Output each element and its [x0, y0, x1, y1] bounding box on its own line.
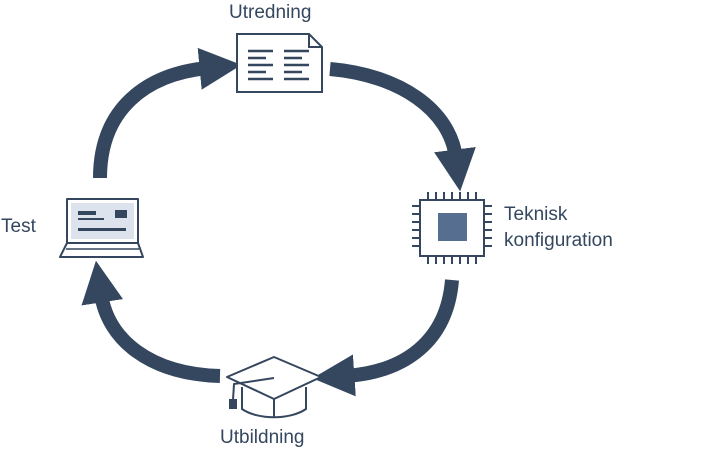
- document-icon: [236, 33, 323, 93]
- arrow-teknisk-to-utbildning: [312, 279, 459, 397]
- label-teknisk-konfiguration: Teknisk konfiguration: [504, 202, 613, 254]
- chip-icon: [412, 192, 492, 264]
- label-test: Test: [1, 216, 36, 237]
- graduation-cap-icon: [226, 356, 322, 419]
- arrow-test-to-utredning: [93, 47, 242, 179]
- arrow-utbildning-to-test: [81, 260, 221, 383]
- label-utredning: Utredning: [229, 2, 312, 23]
- arrow-utredning-to-teknisk: [329, 62, 476, 192]
- laptop-icon: [59, 198, 144, 258]
- label-teknisk-line-1: Teknisk: [504, 204, 568, 225]
- label-utbildning: Utbildning: [220, 427, 305, 448]
- label-teknisk-line-2: konfiguration: [504, 230, 613, 251]
